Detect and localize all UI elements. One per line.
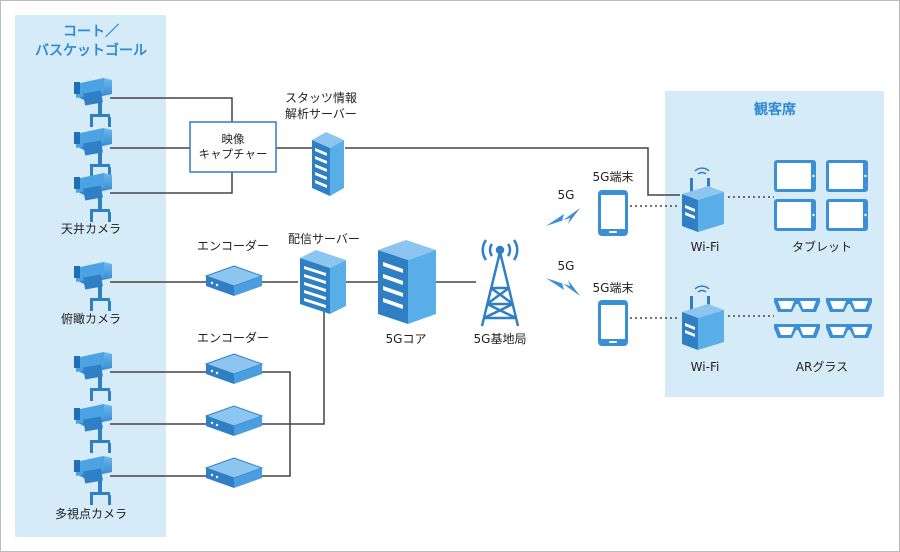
base-station-label: 5G基地局 [473, 332, 527, 346]
base-station-icon [480, 239, 520, 327]
terminal-bottom-icon [598, 300, 628, 346]
court-title-line1: コート／ [63, 24, 119, 40]
encoder-bottom-label: エンコーダー [196, 331, 270, 345]
video-capture-line1: 映像 [221, 132, 245, 146]
court-title-line2: バスケットゴール [35, 43, 147, 59]
stats-server-line2: 解析サーバー [285, 107, 357, 121]
signal-bottom-label: 5G [557, 259, 575, 273]
stats-server-icon [312, 132, 344, 196]
tablet-2-icon [826, 160, 868, 192]
overhead-camera-label: 俯瞰カメラ [60, 312, 122, 326]
core-5g-icon [378, 240, 436, 324]
audience-zone-title: 観客席 [754, 102, 796, 118]
stats-server-line1: スタッツ情報 [284, 91, 358, 105]
terminal-bottom-label: 5G端末 [592, 281, 634, 295]
delivery-server-label: 配信サーバー [288, 232, 360, 246]
stats-server-label: スタッツ情報 解析サーバー [285, 90, 357, 122]
signal-bolt-bottom-icon [546, 278, 580, 296]
terminal-top-label: 5G端末 [592, 170, 634, 184]
tablet-3-icon [774, 199, 816, 231]
connection-lines [110, 97, 680, 477]
terminal-top-icon [598, 190, 628, 236]
ar-glass-label: ARグラス [795, 360, 849, 374]
delivery-server-icon [300, 250, 346, 314]
court-zone-title: コート／ バスケットゴール [35, 23, 147, 61]
dotted-links [630, 196, 774, 319]
video-capture-label: 映像 キャプチャー [199, 132, 268, 162]
tablet-1-icon [774, 160, 816, 192]
wifi-top-label: Wi-Fi [690, 240, 720, 254]
video-capture-line2: キャプチャー [198, 147, 268, 161]
multiview-camera-label: 多視点カメラ [54, 507, 128, 521]
core-5g-label: 5Gコア [385, 332, 427, 346]
signal-top-label: 5G [557, 188, 575, 202]
video-capture-box [189, 121, 277, 173]
encoder-top-label: エンコーダー [196, 239, 270, 253]
tablet-4-icon [826, 199, 868, 231]
tablet-label: タブレット [791, 240, 853, 254]
wifi-bottom-label: Wi-Fi [690, 360, 720, 374]
ceiling-camera-label: 天井カメラ [60, 222, 122, 236]
